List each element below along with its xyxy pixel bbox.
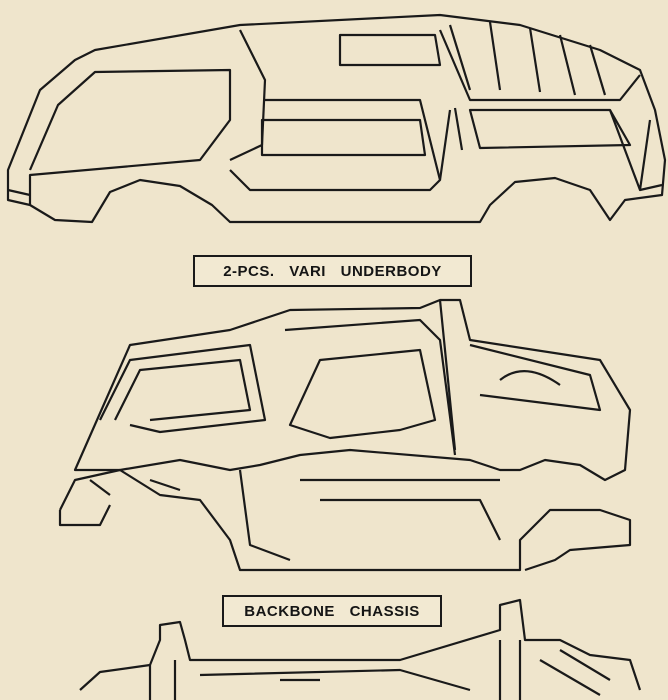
underbody-drawing — [58, 298, 632, 572]
car-body-shell-drawing — [6, 13, 667, 224]
underbody-label: 2-PCS. VARI UNDERBODY — [193, 255, 472, 287]
chassis-label: BACKBONE CHASSIS — [222, 595, 442, 627]
backbone-chassis-drawing — [79, 598, 642, 700]
